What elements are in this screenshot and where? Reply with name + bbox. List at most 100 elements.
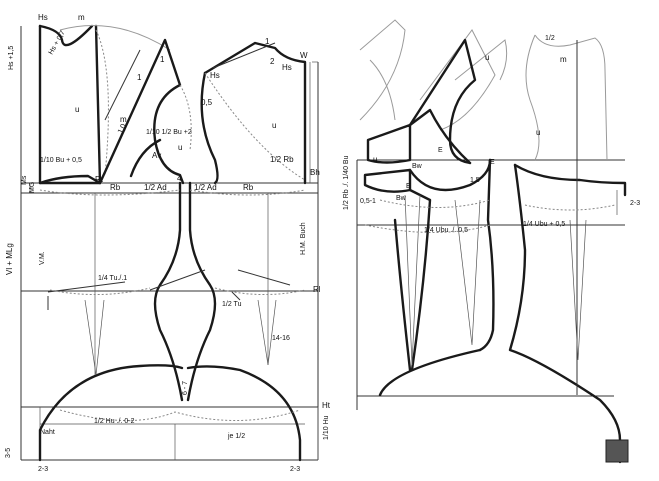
label-vl-mlg: Vl + MLg	[5, 243, 14, 275]
back-shoulder-inner	[408, 108, 472, 165]
arrow-tu-left	[47, 281, 126, 293]
side-hip-curve	[378, 348, 482, 397]
front-armhole-curve	[129, 138, 162, 178]
grey-front-upper	[534, 34, 608, 161]
label-ad-left: 1/2 Ad	[144, 183, 167, 192]
waist-dotted-left	[49, 287, 151, 296]
label-rb-bu: 1/2 Rb ./. 1/40 Bu	[343, 155, 350, 210]
label-vm: V.M.	[39, 251, 46, 265]
back-armhole	[408, 158, 492, 192]
label-bu-front: 1/10 1/2 Bu +2	[146, 129, 192, 136]
label-e-right: E	[490, 159, 495, 166]
label-one-mid: 1	[137, 73, 142, 82]
armhole-dotted	[179, 84, 192, 151]
label-ubu-right: 1/4 Ubu + 0,5	[523, 221, 565, 228]
label-e-low: E	[406, 183, 411, 190]
label-half: 1/2	[545, 35, 555, 42]
label-u-mid: u	[272, 121, 276, 130]
shoulder-arc	[59, 25, 171, 51]
grey-back-dotted	[369, 59, 396, 121]
label-rb-left: Rb	[110, 183, 121, 192]
label-2-3: 2-3	[630, 200, 640, 207]
label-ubu-left: 1/4 Ubu ./. 0,5	[424, 227, 468, 234]
label-one5: 1,5	[470, 177, 480, 184]
front-bust-curve	[513, 163, 627, 197]
label-zero5-1: 0,5-1	[360, 198, 376, 205]
right-side-seam	[186, 181, 217, 402]
right-labels: 1/2 m u u u Bw E E Bw E 0,5-1 1,5 1/2 Rb…	[343, 35, 640, 234]
back-armhole-curve	[95, 29, 109, 176]
label-zero5: 0,5	[201, 98, 213, 107]
label-hm-buch: H.M. Buch	[300, 222, 307, 255]
right-bust-dotted	[379, 199, 491, 208]
label-rl: Rl	[313, 285, 321, 294]
label-6-7: 6 - 7	[182, 381, 189, 395]
label-rb-half: 1/2 Rb	[270, 155, 294, 164]
side-panel-b	[408, 188, 432, 372]
label-hs-front: Hs	[210, 71, 220, 80]
grey-mid-upper	[419, 29, 496, 131]
label-rt: Rt	[95, 175, 104, 184]
right-hip-curve	[186, 365, 302, 462]
label-u-right: u	[536, 128, 540, 137]
label-u-top: u	[485, 53, 489, 62]
label-je-half: je 1/2	[227, 433, 245, 440]
label-ad-right: 1/2 Ad	[194, 183, 217, 192]
hip-dotted-curve	[59, 409, 301, 422]
label-rb-right: Rb	[243, 183, 254, 192]
label-bu-back: 1/10 Bu + 0,5	[40, 157, 82, 164]
label-bw-low: Bw	[396, 195, 407, 202]
back-waist-dart	[84, 299, 105, 376]
arrow-right	[237, 269, 291, 286]
front-waist-dart	[257, 299, 277, 366]
label-tu-left: 1/4 Tu./.1	[98, 275, 127, 282]
label-hs: Hs	[38, 13, 48, 22]
front-shoulder-outline	[98, 38, 185, 185]
front-guide-line	[104, 49, 141, 121]
label-2-3-left: 2-3	[38, 466, 48, 473]
label-m: m	[560, 55, 567, 64]
grey-shoulder	[454, 39, 508, 81]
back-lower-wedge	[363, 168, 412, 193]
back-dart-2	[454, 199, 481, 346]
label-14-16: 14-16	[272, 335, 290, 342]
front-piece-top	[203, 41, 307, 185]
label-ht: Ht	[322, 401, 331, 410]
label-hu-10: 1/10 Hu	[323, 415, 330, 440]
label-bw: Bw	[412, 163, 423, 170]
label-u-back: u	[75, 105, 79, 114]
bracket-right	[231, 291, 241, 301]
back-neckline	[38, 24, 94, 47]
label-four: 4	[177, 174, 182, 183]
label-tu-right: 1/2 Tu	[222, 301, 242, 308]
back-shoulder-piece	[408, 38, 477, 165]
label-u-front: u	[178, 143, 182, 152]
right-bodice-draft	[356, 19, 629, 464]
side-panel-c	[478, 158, 495, 352]
left-side-seam	[153, 181, 184, 402]
label-2-3-right: 2-3	[290, 466, 300, 473]
bust-dotted-left	[39, 189, 181, 196]
right-front-dotted	[524, 204, 616, 211]
waist-dotted-right	[214, 287, 306, 295]
label-one: 1	[160, 55, 165, 64]
bust-dotted-right	[189, 189, 306, 196]
label-naht: Naht	[40, 429, 55, 436]
grey-front-armhole	[525, 34, 540, 161]
back-dart-1	[404, 194, 421, 366]
grey-back-upper	[359, 19, 406, 121]
label-hs-front2: Hs	[282, 63, 292, 72]
back-upper-wedge	[366, 123, 412, 164]
label-bh: Bh	[310, 168, 320, 177]
label-two-top: 2	[270, 57, 275, 66]
back-piece-outline	[38, 24, 102, 185]
left-hip-curve	[38, 364, 184, 462]
arrow-tu-right	[149, 269, 206, 291]
label-j0: J,0	[116, 122, 129, 136]
front-side-seam	[508, 163, 622, 464]
left-labels: Hs m Hs +1,5 Hs + 0,7 u 1 m J,0 1 u 0,5 …	[5, 13, 331, 473]
left-bodice-draft	[20, 24, 319, 462]
right-waist-dotted	[364, 224, 491, 233]
